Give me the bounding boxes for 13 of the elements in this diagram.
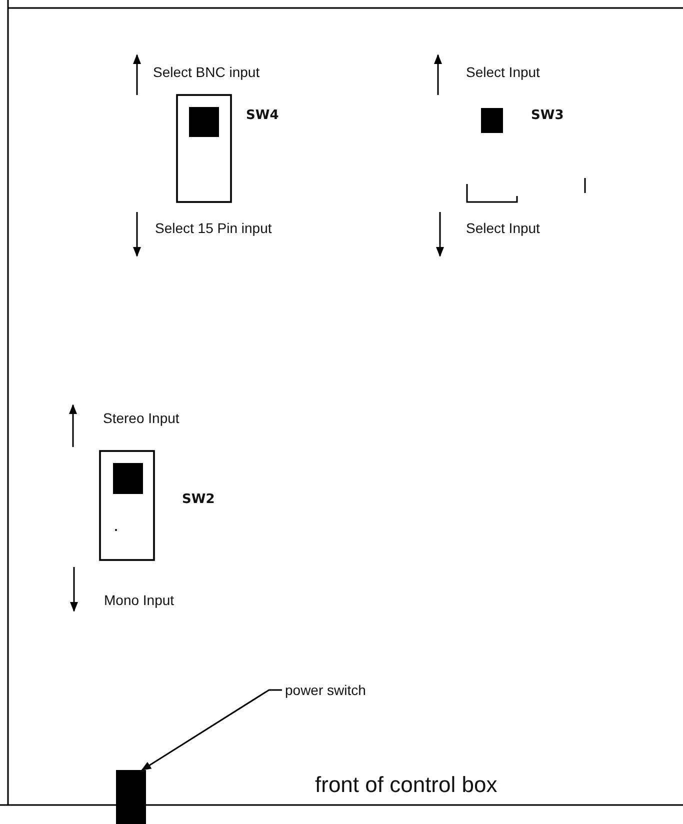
- label-text: Mono Input: [104, 592, 174, 608]
- leader-line: [141, 689, 282, 771]
- power-switch-block: [116, 770, 146, 824]
- label-text: Select Input: [466, 220, 540, 236]
- switch-label: SW4: [246, 108, 279, 124]
- switch-label: SW2: [182, 492, 215, 508]
- label-text: Stereo Input: [103, 410, 180, 426]
- label-text: Select BNC input: [153, 64, 260, 80]
- label-text: front of control box: [315, 772, 498, 798]
- switch-label: SW3: [531, 108, 564, 124]
- label-text: Select 15 Pin input: [155, 220, 272, 236]
- callout-text: power switch: [285, 682, 366, 698]
- label-text: Select Input: [466, 64, 540, 80]
